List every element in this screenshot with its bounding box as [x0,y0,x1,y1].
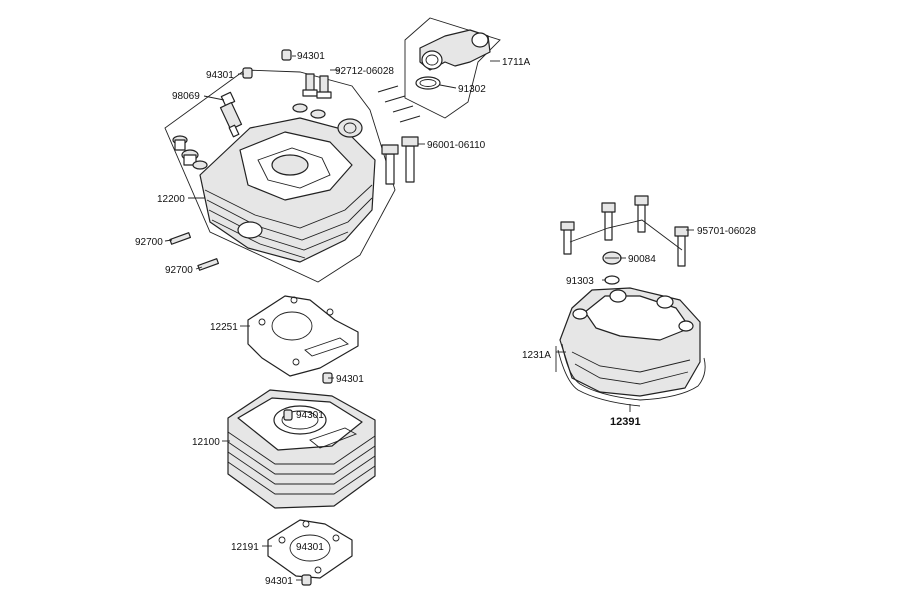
label-12251[interactable]: 12251 [210,322,238,333]
label-94301-mid[interactable]: 94301 [336,374,364,385]
label-94301-gasket[interactable]: 94301 [296,542,324,553]
dowel-pins[interactable] [377,85,421,123]
label-12200[interactable]: 12200 [157,194,185,205]
label-94301-bottom[interactable]: 94301 [265,576,293,587]
cylinder-head-group [164,49,421,283]
dowel-92700-a[interactable] [169,232,192,245]
label-1711A[interactable]: 1711A [502,57,531,68]
label-91302[interactable]: 91302 [458,84,486,95]
label-94301-top[interactable]: 94301 [297,51,325,62]
pin-94301-top[interactable] [281,49,292,61]
head-bolt[interactable] [381,136,419,185]
head-gasket[interactable] [247,295,359,377]
label-92700-a[interactable]: 92700 [135,237,163,248]
intake-manifold-group [404,17,501,119]
dowel-92700-b[interactable] [197,258,220,271]
cylinder-block[interactable] [227,389,376,509]
label-92700-b[interactable]: 92700 [165,265,193,276]
cover-bolts[interactable] [560,195,689,267]
valve-spring-seat[interactable] [172,135,208,170]
pin-94301-left[interactable] [242,67,253,79]
leader-lines [164,55,694,581]
label-95701-06028[interactable]: 95701-06028 [697,226,756,237]
pin-94301-bottom[interactable] [301,574,312,586]
label-90084[interactable]: 90084 [628,254,656,265]
label-12391[interactable]: 12391 [610,416,641,428]
label-91303[interactable]: 91303 [566,276,594,287]
cylinder-head[interactable] [199,117,376,263]
spark-plug[interactable] [219,91,243,138]
label-12191[interactable]: 12191 [231,542,259,553]
tappet-adjusters[interactable] [292,73,332,119]
label-1231A[interactable]: 1231A [522,350,551,361]
intake-o-ring[interactable] [415,76,441,90]
label-94301-cyl[interactable]: 94301 [296,410,324,421]
label-92712-06028[interactable]: 92712-06028 [335,66,394,77]
base-gasket[interactable] [267,519,353,579]
label-96001-06110[interactable]: 96001-06110 [427,140,486,151]
label-12100[interactable]: 12100 [192,437,220,448]
pin-94301-cyl[interactable] [283,409,293,421]
oil-plug[interactable] [602,251,622,265]
part-labels: 1711A 91302 94301 94301 92712-06028 9806… [135,51,756,587]
cover-gasket[interactable] [561,343,706,401]
plug-o-ring[interactable] [604,275,620,285]
label-94301-left[interactable]: 94301 [206,70,234,81]
head-cover-group [555,195,706,412]
cylinder-head-cover[interactable] [559,287,701,397]
label-98069[interactable]: 98069 [172,91,200,102]
